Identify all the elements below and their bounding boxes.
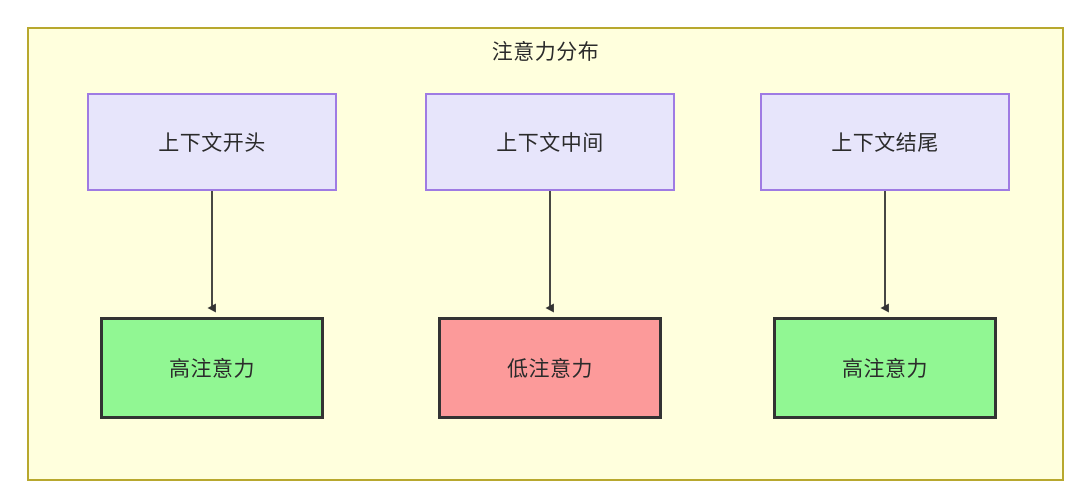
node-context-start-label: 上下文开头 [158,132,266,155]
node-high-attention-start[interactable]: 高注意力 [100,317,324,419]
node-context-middle-label: 上下文中间 [496,132,604,155]
node-high-attention-start-label: 高注意力 [169,358,255,381]
node-low-attention-middle[interactable]: 低注意力 [438,317,662,419]
node-context-end[interactable]: 上下文结尾 [760,93,1010,191]
node-context-start[interactable]: 上下文开头 [87,93,337,191]
subgraph-title: 注意力分布 [491,41,600,64]
node-context-end-label: 上下文结尾 [831,132,939,155]
node-high-attention-end-label: 高注意力 [842,358,928,381]
node-low-attention-middle-label: 低注意力 [507,358,593,381]
node-context-middle[interactable]: 上下文中间 [425,93,675,191]
node-high-attention-end[interactable]: 高注意力 [773,317,997,419]
